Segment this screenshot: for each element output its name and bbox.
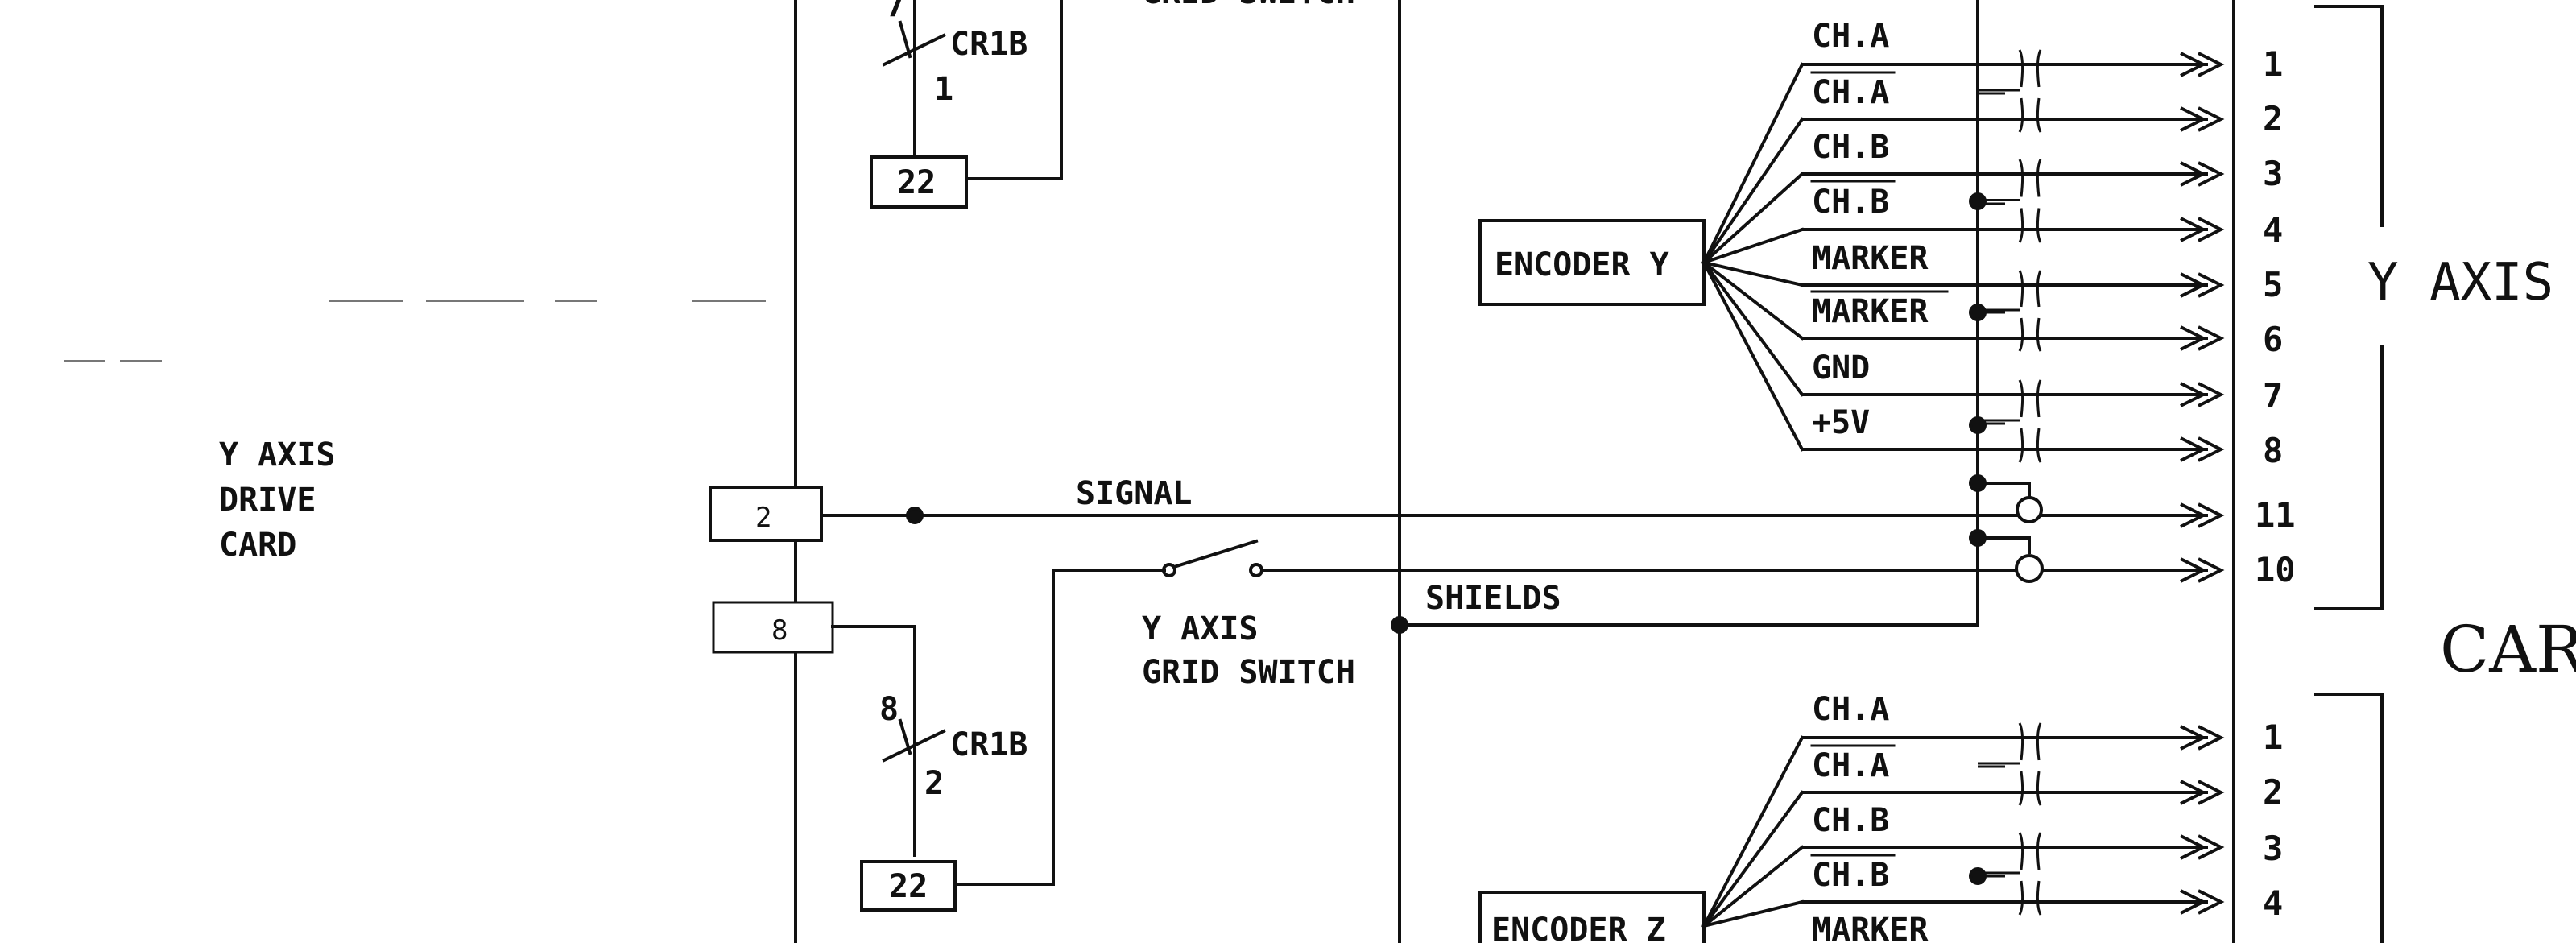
signal-junction xyxy=(906,507,924,524)
y-axis-bracket xyxy=(2314,5,2384,610)
connector-arrow-6 xyxy=(2180,325,2225,351)
y-axis-connector-label: Y AXIS xyxy=(2367,253,2553,312)
drive-card-title-line-3: CARD xyxy=(219,527,296,564)
connector-arrow-9 xyxy=(2180,502,2225,528)
pin-y-8: 8 xyxy=(2263,431,2283,470)
connector-arrow-4 xyxy=(2180,217,2225,242)
encoder-y-signal-marker-inverted: MARKER xyxy=(1812,293,1929,330)
card-label: CARD xyxy=(2440,612,2576,687)
connector-arrows xyxy=(2180,52,2225,915)
upper-relay-label: CR1B xyxy=(950,26,1028,63)
pin-y-10: 10 xyxy=(2255,550,2296,589)
encoder-y-signal-ch-b: CH.B xyxy=(1812,129,1889,166)
pin-z-3: 3 xyxy=(2263,829,2283,868)
upper-relay-pin-top: 7 xyxy=(886,0,905,24)
lower-relay-pin-top: 8 xyxy=(879,691,899,728)
twisted-pair-tie-1 xyxy=(1978,89,2020,95)
connector-arrow-3 xyxy=(2180,161,2225,187)
terminal-2-label: 2 xyxy=(755,502,771,534)
terminal-8-label: 8 xyxy=(771,614,788,647)
connector-arrow-5 xyxy=(2180,272,2225,298)
connector-arrow-8 xyxy=(2180,436,2225,462)
connector-arrow-10 xyxy=(2180,557,2225,583)
connector-arrow-7 xyxy=(2180,382,2225,407)
connector-arrow-14 xyxy=(2180,889,2225,915)
scan-smudges xyxy=(64,300,766,362)
twisted-pair-mark-3 xyxy=(2018,270,2042,352)
twisted-pair-tie-6 xyxy=(1978,871,2020,878)
grid-switch xyxy=(1162,539,2208,577)
terminal-8-box xyxy=(712,601,834,654)
grid-switch-label-line-1: Y AXIS xyxy=(1142,610,1259,647)
upper-relay-terminal: 22 xyxy=(897,164,936,201)
encoder-z-signal-ch-a-inverted: CH.A xyxy=(1812,747,1889,784)
pin-y-7: 7 xyxy=(2263,376,2283,416)
pin-y-11: 11 xyxy=(2255,495,2296,535)
pin-y-6: 6 xyxy=(2263,320,2283,359)
twisted-pair-marks xyxy=(1978,49,2042,916)
twisted-pair-mark-4 xyxy=(2018,379,2042,463)
pin-y-5: 5 xyxy=(2263,265,2283,304)
top-grid-switch-label: GRID SWITCH xyxy=(1142,0,1355,11)
encoder-y-fan xyxy=(1701,62,1805,452)
twisted-pair-mark-1 xyxy=(2018,49,2042,133)
drive-card-title-line-1: Y AXIS xyxy=(219,436,336,474)
encoder-y-label: ENCODER Y xyxy=(1495,246,1669,283)
lower-relay-pin-bottom: 2 xyxy=(924,765,944,802)
encoder-y-signal-wires xyxy=(1801,63,2208,451)
pin-y-2: 2 xyxy=(2263,99,2283,139)
connector-arrow-11 xyxy=(2180,725,2225,751)
pin-y-3: 3 xyxy=(2263,154,2283,193)
encoder-y-signal-ch-b-inverted: CH.B xyxy=(1812,184,1889,221)
signal-wire-label: SIGNAL xyxy=(1076,475,1193,512)
encoder-z-signal-ch-b: CH.B xyxy=(1812,802,1889,839)
encoder-y-signal-ch-a: CH.A xyxy=(1812,18,1889,55)
encoder-z-signal-ch-a: CH.A xyxy=(1812,691,1889,728)
lower-relay-terminal: 22 xyxy=(889,868,928,905)
lower-relay xyxy=(831,569,1166,912)
connector-arrow-1 xyxy=(2180,52,2225,77)
twisted-pair-tie-5 xyxy=(1978,762,2020,768)
connector-arrow-12 xyxy=(2180,780,2225,805)
shields-wire-label: SHIELDS xyxy=(1425,580,1561,617)
pin-y-4: 4 xyxy=(2263,210,2283,250)
twisted-pair-mark-6 xyxy=(2018,832,2042,916)
connector-arrow-13 xyxy=(2180,834,2225,860)
encoder-z-label: ENCODER Z xyxy=(1491,912,1666,943)
encoder-y-signal-marker: MARKER xyxy=(1812,240,1929,277)
encoder-z-signal-marker: MARKER xyxy=(1812,912,1929,943)
drive-card-title-line-2: DRIVE xyxy=(219,482,316,519)
encoder-z-signal-ch-b-inverted: CH.B xyxy=(1812,857,1889,894)
encoder-y-signal-5v: +5V xyxy=(1812,404,1870,441)
upper-relay xyxy=(870,0,1063,209)
upper-relay-pin-bottom: 1 xyxy=(934,71,953,108)
lower-bracket xyxy=(2314,693,2384,945)
grid-switch-label-line-2: GRID SWITCH xyxy=(1142,654,1355,691)
lower-relay-label: CR1B xyxy=(950,726,1028,763)
twisted-pair-mark-2 xyxy=(2018,159,2042,243)
encoder-y-signal-ch-a-inverted: CH.A xyxy=(1812,74,1889,111)
twisted-pair-tie-2 xyxy=(1978,199,2020,205)
connector-arrow-2 xyxy=(2180,106,2225,132)
pin-y-1: 1 xyxy=(2263,44,2283,84)
pin-z-4: 4 xyxy=(2263,883,2283,923)
twisted-pair-tie-4 xyxy=(1978,419,2020,425)
pin-z-1: 1 xyxy=(2263,717,2283,757)
pin-z-2: 2 xyxy=(2263,772,2283,812)
twisted-pair-tie-3 xyxy=(1978,308,2020,314)
twisted-pair-mark-5 xyxy=(2018,722,2042,806)
encoder-z-wires xyxy=(1701,735,2208,928)
encoder-y-signal-gnd: GND xyxy=(1812,349,1870,387)
shields-wire xyxy=(1391,0,2044,885)
